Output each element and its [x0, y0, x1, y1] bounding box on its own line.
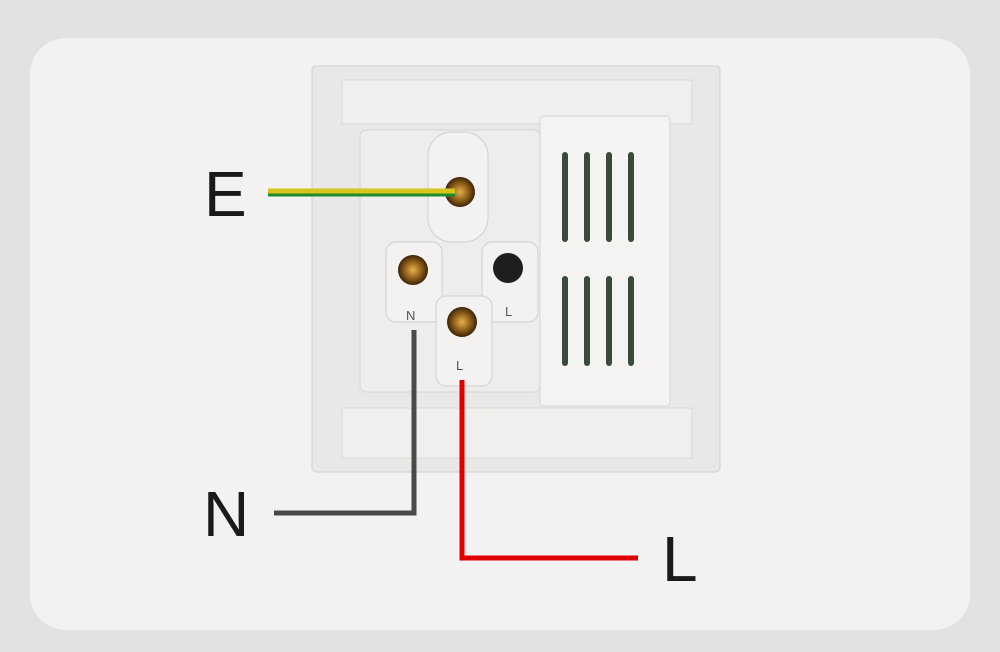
live-terminal-mark-upper: L [505, 304, 513, 319]
live-wire [459, 380, 638, 561]
vent-slots [562, 152, 634, 366]
neutral-terminal-screw [398, 255, 428, 285]
plate-bottom-rail [341, 407, 693, 459]
earth-wire [268, 188, 455, 197]
switch-module [539, 115, 671, 407]
neutral-terminal-mark: N [406, 308, 416, 323]
live-terminal-screw [447, 307, 477, 337]
earth-terminal-screw [445, 177, 475, 207]
live-terminal-mark-lower: L [456, 358, 464, 373]
neutral-wire [274, 330, 417, 516]
neutral-label: N [203, 478, 250, 550]
live-terminal-hole [493, 253, 523, 283]
earth-label: E [204, 158, 247, 230]
live-label: L [662, 523, 698, 595]
